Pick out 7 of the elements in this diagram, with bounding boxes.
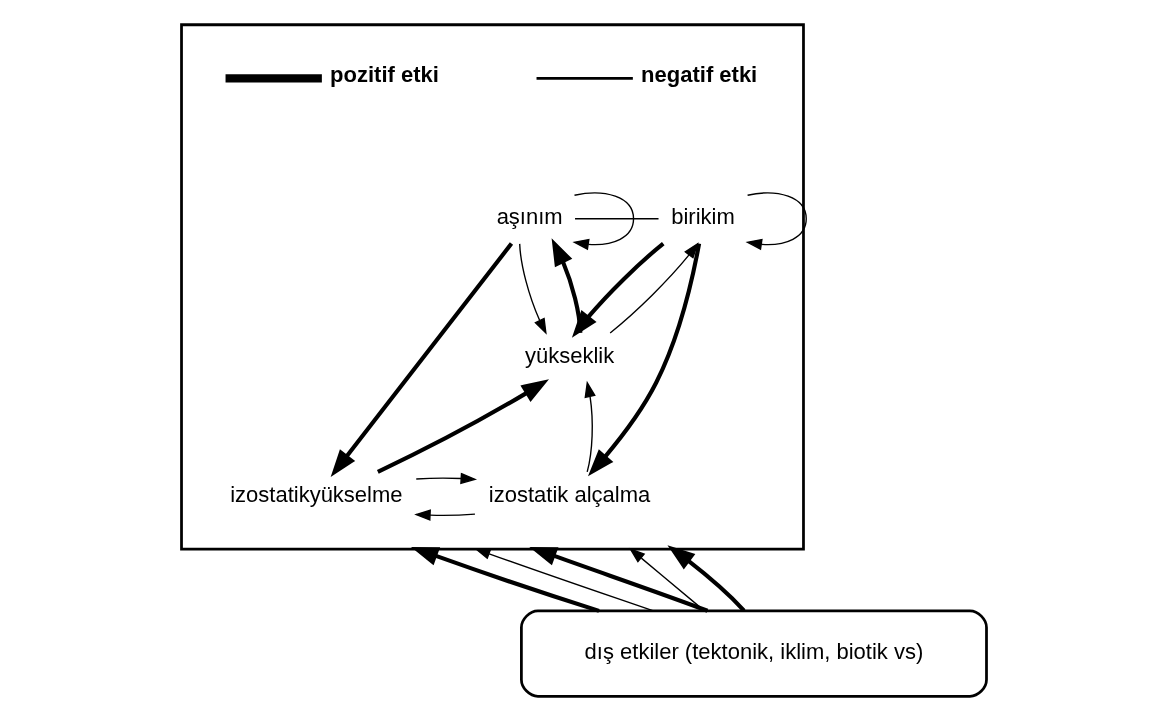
- legend-label: pozitif etki: [329, 62, 439, 88]
- legend-label: negatif etki: [640, 62, 757, 88]
- node-text: izostatik alçalma: [488, 481, 650, 507]
- node-text: birikim: [670, 204, 735, 229]
- node-text: yükseklik: [524, 342, 614, 368]
- node-text: izostatikyükselme: [229, 481, 403, 507]
- node-text: aşınım: [496, 204, 563, 229]
